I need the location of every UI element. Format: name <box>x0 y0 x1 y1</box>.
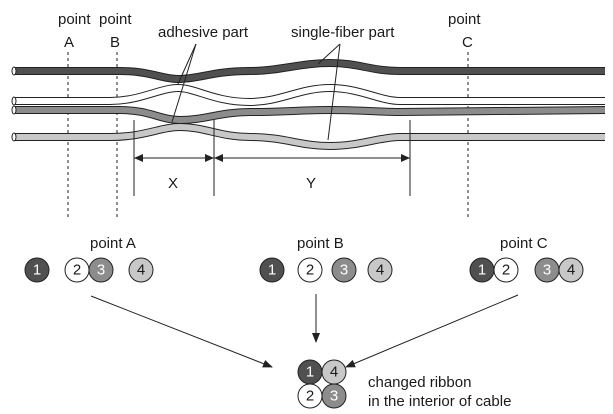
fiber-4-tube <box>11 122 605 151</box>
section-a-fibers <box>24 257 154 283</box>
changed-ribbon-fiber-1-label: 1 <box>306 364 314 381</box>
section-a-title: point A <box>90 235 136 252</box>
section-c-fiber-2-label: 2 <box>502 262 510 279</box>
changed-ribbon-fiber-3-label: 3 <box>330 388 338 405</box>
section-b-fiber-4-label: 4 <box>376 262 384 279</box>
arrow-from-point-c <box>345 294 519 368</box>
changed-ribbon-caption-line-2: in the interior of cable <box>368 393 511 410</box>
section-c-fibers <box>469 257 584 283</box>
dimension-x-label: X <box>168 175 178 192</box>
point-b-marker-word: point <box>99 11 132 28</box>
fiber-1-tube <box>11 58 605 84</box>
adhesive-pointer-1 <box>177 43 197 85</box>
adhesive-pointer-2 <box>171 43 197 123</box>
point-c-marker-word: point <box>448 11 481 28</box>
changed-ribbon-fibers <box>297 359 347 409</box>
section-a-fiber-3-label: 3 <box>97 262 105 279</box>
section-a-fiber-1-label: 1 <box>33 262 41 279</box>
fiber-2-tube <box>11 83 605 107</box>
dimension-y <box>214 120 411 196</box>
section-b-title: point B <box>297 235 344 252</box>
section-b-fiber-2-label: 2 <box>306 262 314 279</box>
point-c-marker-letter: C <box>462 34 473 51</box>
changed-ribbon-caption-line-1: changed ribbon <box>368 374 471 391</box>
point-b-marker-letter: B <box>110 34 120 51</box>
single-fiber-part-label: single-fiber part <box>291 24 395 41</box>
section-b-fiber-1-label: 1 <box>268 262 276 279</box>
fiber-3-tube <box>11 105 606 125</box>
changed-ribbon-fiber-4-label: 4 <box>330 364 338 381</box>
section-c-fiber-1-label: 1 <box>478 262 486 279</box>
point-a-marker-word: point <box>58 11 91 28</box>
point-a-marker-letter: A <box>64 34 74 51</box>
changed-ribbon-fiber-2-label: 2 <box>306 388 314 405</box>
section-b-fibers <box>259 257 393 283</box>
section-a-fiber-2-label: 2 <box>73 262 81 279</box>
adhesive-part-label: adhesive part <box>158 24 249 41</box>
single-fiber-pointer-2 <box>327 43 341 141</box>
section-c-title: point C <box>500 235 548 252</box>
section-a-fiber-4-label: 4 <box>137 262 145 279</box>
section-c-fiber-4-label: 4 <box>567 262 575 279</box>
section-c-fiber-3-label: 3 <box>543 262 551 279</box>
arrow-from-point-a <box>90 295 273 368</box>
section-b-fiber-3-label: 3 <box>340 262 348 279</box>
single-fiber-pointer-1 <box>317 43 341 65</box>
dimension-y-label: Y <box>306 175 316 192</box>
